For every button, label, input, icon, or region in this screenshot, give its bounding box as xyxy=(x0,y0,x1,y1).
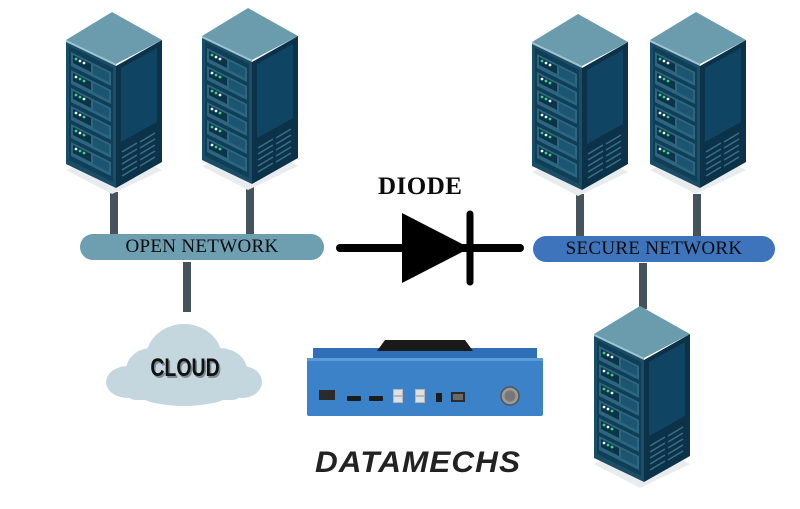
secure-network-label: SECURE NETWORK xyxy=(533,236,775,262)
server-icon xyxy=(594,306,691,489)
server-icon xyxy=(202,8,299,191)
connector-open-server-2 xyxy=(246,186,254,236)
cloud-icon xyxy=(106,324,262,406)
data-diode-appliance xyxy=(307,340,543,416)
brand-logo: DATAMECHS xyxy=(315,446,522,479)
connector-secure-server-2 xyxy=(693,194,701,238)
connector-secure-server-1 xyxy=(576,194,584,238)
diode-label: DIODE xyxy=(378,173,463,200)
open-network-label: OPEN NETWORK xyxy=(80,234,324,260)
server-icon xyxy=(532,14,629,197)
connector-cloud xyxy=(183,262,191,312)
server-icon xyxy=(66,12,163,195)
connector-secure-server-3 xyxy=(639,263,647,309)
diode-icon xyxy=(336,210,524,286)
connector-open-server-1 xyxy=(110,192,118,237)
server-icon xyxy=(650,12,747,195)
cloud-label: CLOUD xyxy=(150,354,220,382)
